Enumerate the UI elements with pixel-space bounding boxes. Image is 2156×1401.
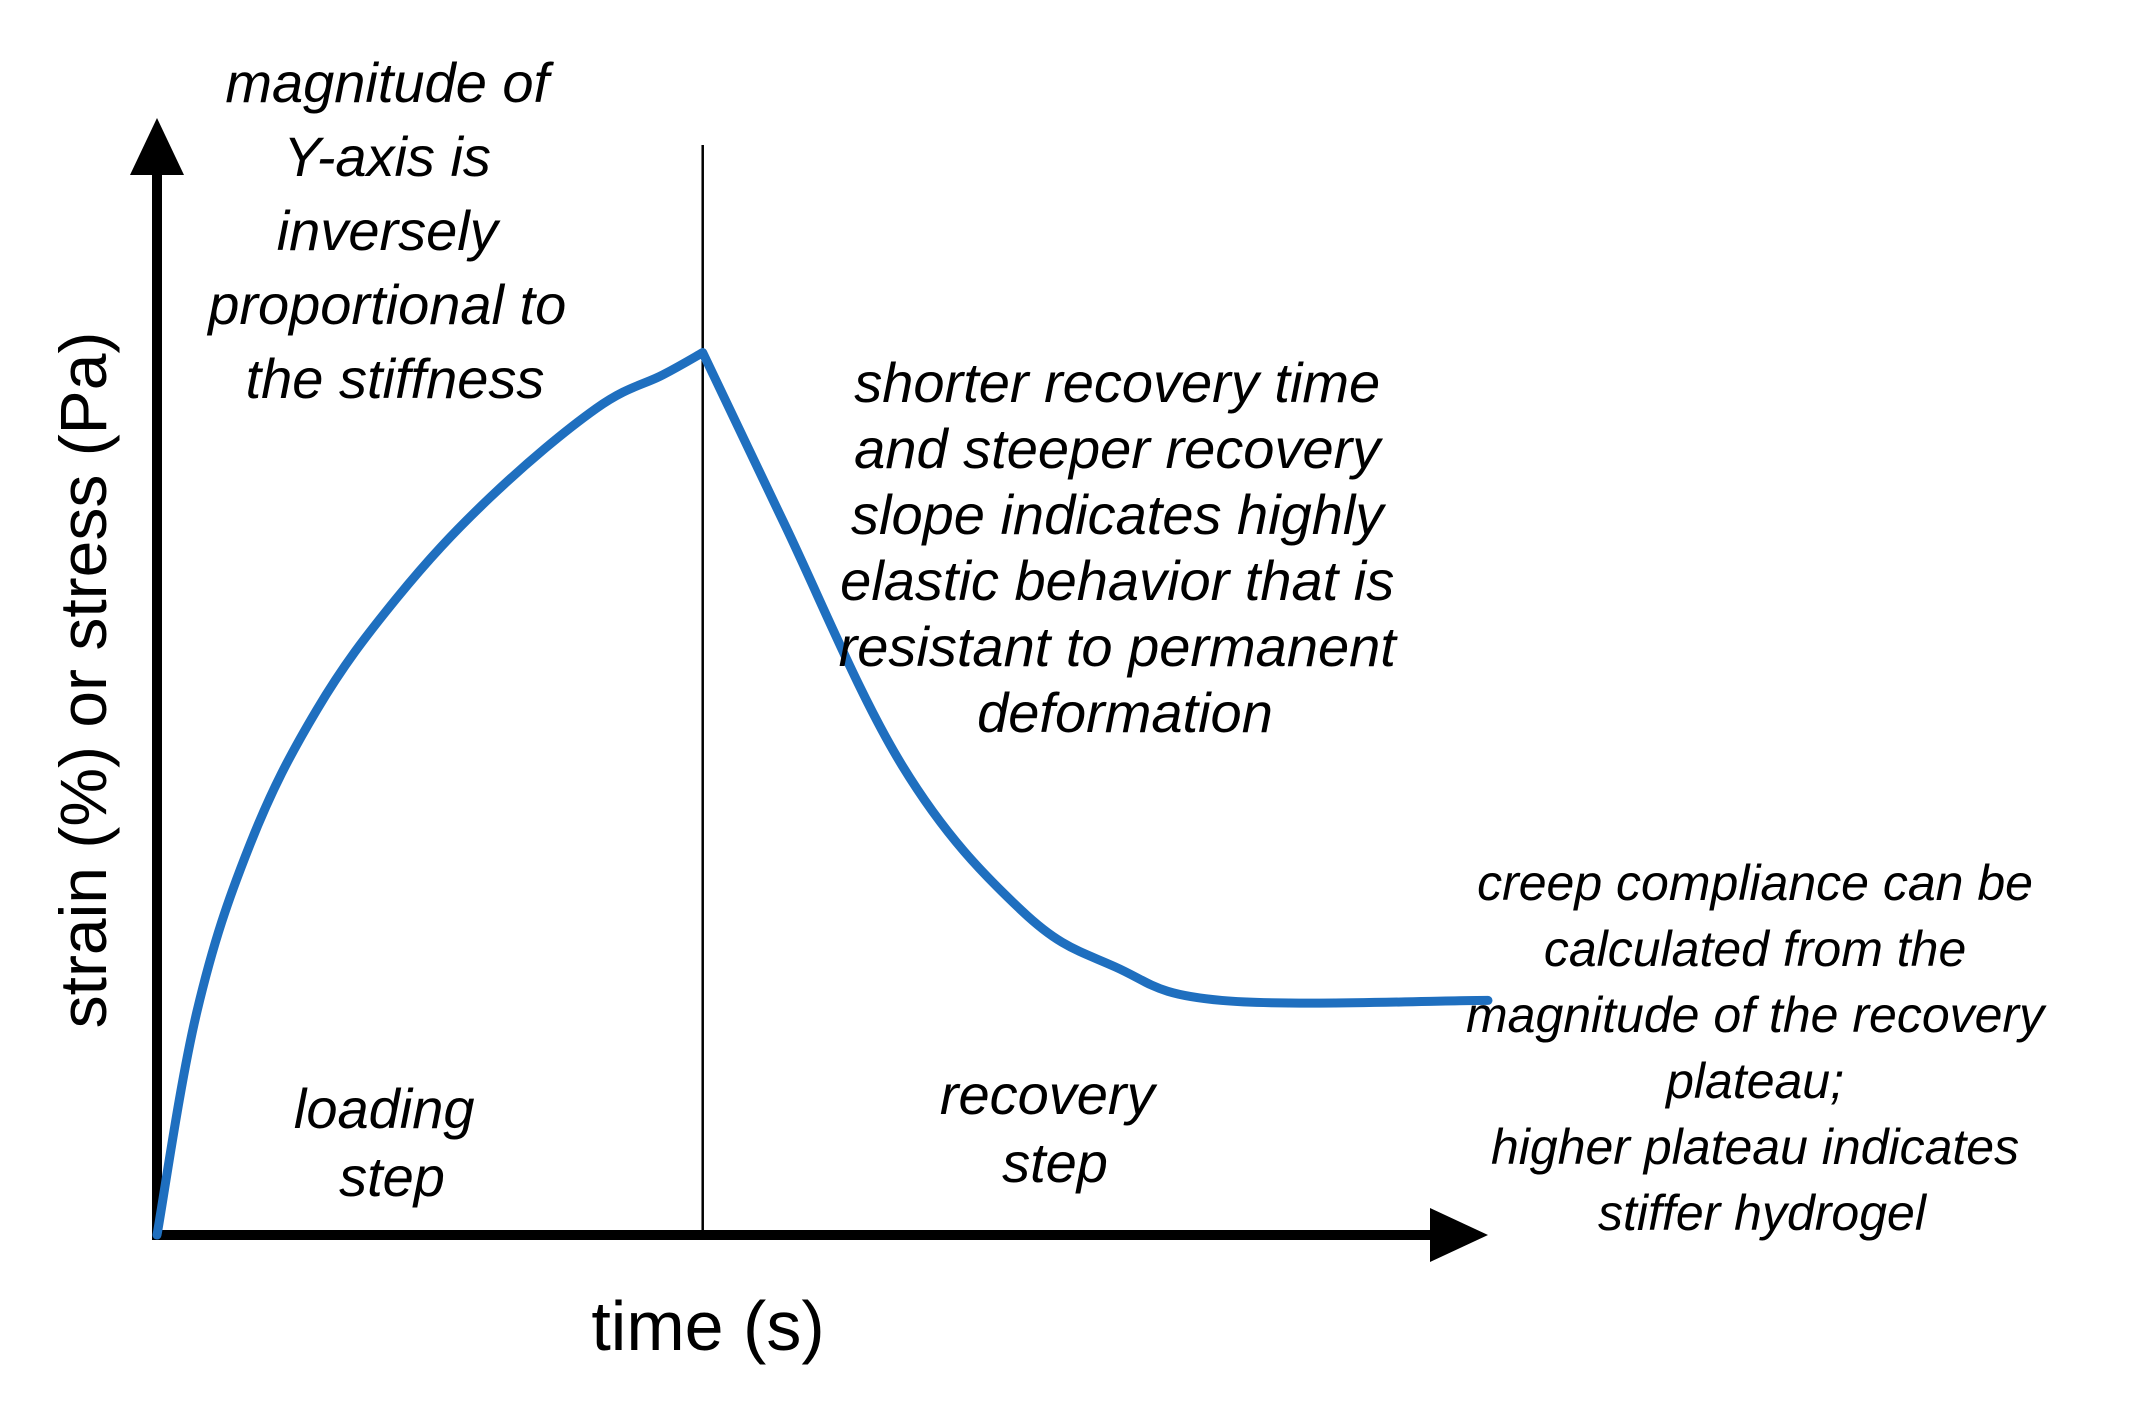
- recovery-step-line-1: recovery: [940, 1063, 1158, 1126]
- recovery-line-4: elastic behavior that is: [840, 549, 1394, 612]
- recovery-line-2: and steeper recovery: [854, 417, 1383, 480]
- recovery-step-line-2: step: [1002, 1131, 1108, 1194]
- plateau-line-5: higher plateau indicates: [1491, 1119, 2019, 1175]
- plateau-line-2: calculated from the: [1544, 921, 1966, 977]
- x-axis-arrowhead: [1430, 1208, 1488, 1262]
- loading-step-label: loading step: [294, 1077, 490, 1208]
- plateau-line-1: creep compliance can be: [1477, 855, 2033, 911]
- loading-step-line-2: step: [339, 1145, 445, 1208]
- stiffness-annotation: magnitude of Y-axis is inversely proport…: [206, 51, 582, 410]
- stiffness-line-2: Y-axis is: [284, 125, 491, 188]
- recovery-step-label: recovery step: [940, 1063, 1170, 1194]
- recovery-line-3: slope indicates highly: [851, 483, 1386, 546]
- stiffness-line-5: the stiffness: [246, 347, 545, 410]
- plateau-line-6: stiffer hydrogel: [1598, 1185, 1928, 1241]
- stiffness-line-1: magnitude of: [225, 51, 554, 114]
- y-axis-label: strain (%) or stress (Pa): [46, 332, 120, 1029]
- plateau-line-4: plateau;: [1664, 1053, 1844, 1109]
- recovery-line-1: shorter recovery time: [854, 351, 1380, 414]
- x-axis-label: time (s): [591, 1287, 824, 1365]
- strain-curve: [152, 348, 1493, 1240]
- recovery-annotation: shorter recovery time and steeper recove…: [839, 351, 1412, 744]
- y-axis-arrowhead: [130, 118, 184, 175]
- recovery-line-5: resistant to permanent: [839, 615, 1399, 678]
- loading-step-line-1: loading: [294, 1077, 475, 1140]
- plateau-annotation: creep compliance can be calculated from …: [1466, 855, 2058, 1241]
- stiffness-line-4: proportional to: [206, 273, 566, 336]
- recovery-line-6: deformation: [977, 681, 1273, 744]
- stiffness-line-3: inversely: [277, 199, 501, 262]
- plateau-line-3: magnitude of the recovery: [1466, 987, 2047, 1043]
